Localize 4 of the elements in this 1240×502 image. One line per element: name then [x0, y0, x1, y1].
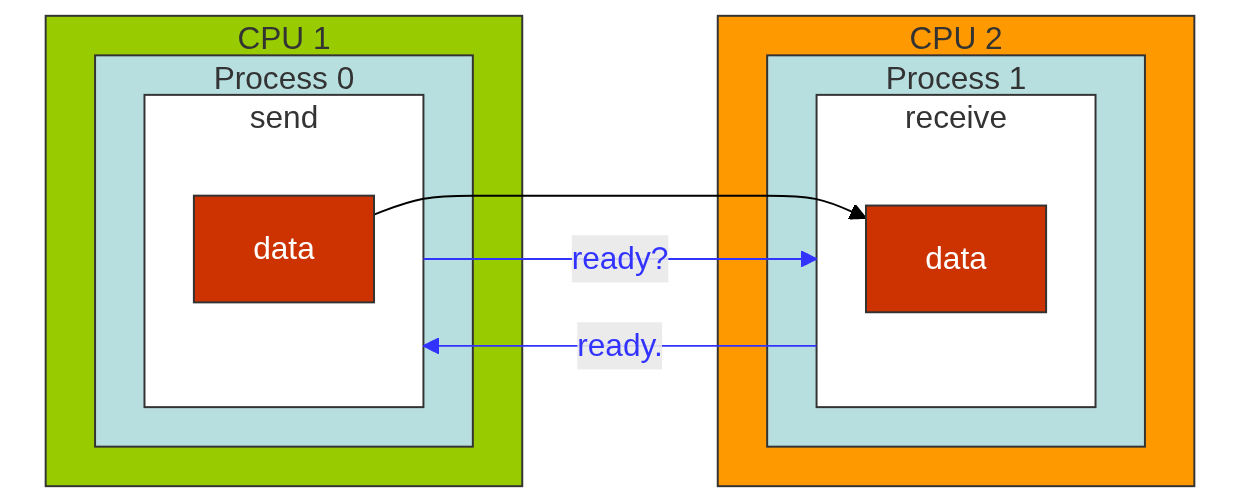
edge-label: ready? [571, 241, 669, 275]
node-box: data [192, 194, 375, 304]
node-box: data [865, 204, 1048, 314]
edge-label: ready. [577, 328, 663, 362]
